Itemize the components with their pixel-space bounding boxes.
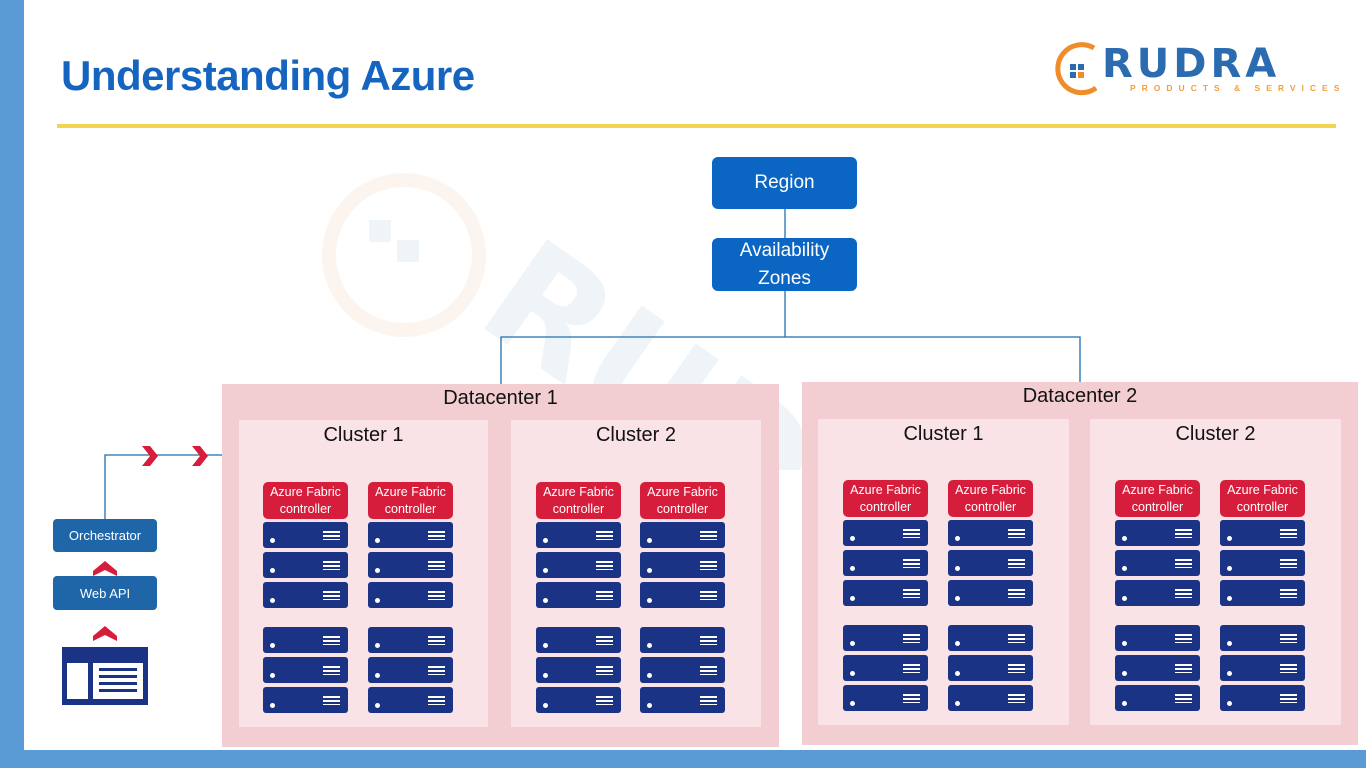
server-icon xyxy=(948,520,1033,546)
cluster-label: Cluster 1 xyxy=(323,424,404,446)
server-icon xyxy=(1115,550,1200,576)
controller-label-line1: Azure Fabric xyxy=(375,484,446,499)
controller-label-line2: controller xyxy=(1131,499,1184,514)
server-icon xyxy=(843,655,928,681)
server-icon xyxy=(640,522,725,548)
server-icon xyxy=(640,582,725,608)
server-icon xyxy=(1115,655,1200,681)
server-icon xyxy=(948,685,1033,711)
chevron-up-icon xyxy=(93,626,117,641)
azure-fabric-controller: Azure Fabric controller xyxy=(843,480,928,517)
title-divider xyxy=(57,124,1336,128)
azure-fabric-controller: Azure Fabric controller xyxy=(640,482,725,519)
server-icon xyxy=(1220,655,1305,681)
server-icon xyxy=(536,552,621,578)
server-icon xyxy=(640,657,725,683)
chevron-up-icon xyxy=(93,561,117,576)
server-icon xyxy=(368,627,453,653)
logo-wordmark: RUDRA xyxy=(1102,41,1281,87)
server-icon xyxy=(536,687,621,713)
server-icon xyxy=(536,582,621,608)
server-icon xyxy=(948,550,1033,576)
orchestrator-label: Orchestrator xyxy=(68,528,142,543)
server-icon xyxy=(843,580,928,606)
controller-label-line1: Azure Fabric xyxy=(647,484,718,499)
server-icon xyxy=(843,685,928,711)
controller-label-line1: Azure Fabric xyxy=(850,482,921,497)
chevron-right-icon xyxy=(142,446,158,466)
server-icon xyxy=(368,687,453,713)
server-icon xyxy=(1220,520,1305,546)
server-icon xyxy=(1115,685,1200,711)
server-icon xyxy=(263,657,348,683)
zones-label-line1: Availability xyxy=(739,239,830,261)
page-title: Understanding Azure xyxy=(61,52,475,99)
controller-label-line2: controller xyxy=(384,501,437,516)
azure-fabric-controller: Azure Fabric controller xyxy=(368,482,453,519)
web-api-label: Web API xyxy=(79,585,131,601)
server-icon xyxy=(263,522,348,548)
server-icon xyxy=(368,522,453,548)
azure-fabric-controller: Azure Fabric controller xyxy=(1115,480,1200,517)
server-icon xyxy=(640,552,725,578)
server-icon xyxy=(368,582,453,608)
web-api-box: Web API xyxy=(53,576,157,610)
web-page-icon xyxy=(62,647,148,705)
orchestrator-box: Orchestrator xyxy=(53,519,157,552)
server-icon xyxy=(948,655,1033,681)
server-icon xyxy=(1115,625,1200,651)
cluster-label: Cluster 2 xyxy=(1175,423,1256,445)
controller-label-line2: controller xyxy=(656,501,709,516)
server-icon xyxy=(1220,685,1305,711)
logo-mark-icon xyxy=(1055,42,1098,96)
availability-zones-box: Availability Zones xyxy=(712,238,857,291)
region-label: Region xyxy=(754,172,815,193)
server-icon xyxy=(536,522,621,548)
controller-label-line1: Azure Fabric xyxy=(1122,482,1193,497)
server-icon xyxy=(843,625,928,651)
logo-tagline: PRODUCTS & SERVICES xyxy=(1130,83,1346,93)
server-icon xyxy=(1220,625,1305,651)
server-icon xyxy=(536,627,621,653)
server-icon xyxy=(948,625,1033,651)
controller-label-line2: controller xyxy=(1236,499,1289,514)
azure-fabric-controller: Azure Fabric controller xyxy=(1220,480,1305,517)
azure-fabric-controller: Azure Fabric controller xyxy=(536,482,621,519)
server-icon xyxy=(368,657,453,683)
controller-label-line1: Azure Fabric xyxy=(955,482,1026,497)
controller-label-line1: Azure Fabric xyxy=(270,484,341,499)
datacenter-label: Datacenter 1 xyxy=(443,387,558,409)
controller-label-line2: controller xyxy=(279,501,332,516)
controller-label-line1: Azure Fabric xyxy=(543,484,614,499)
server-icon xyxy=(1220,580,1305,606)
cluster-label: Cluster 2 xyxy=(595,424,677,446)
server-icon xyxy=(1115,580,1200,606)
server-icon xyxy=(843,520,928,546)
company-logo: RUDRA PRODUCTS & SERVICES xyxy=(1050,40,1339,100)
controller-label-line2: controller xyxy=(552,501,605,516)
azure-fabric-controller: Azure Fabric controller xyxy=(948,480,1033,517)
server-icon xyxy=(843,550,928,576)
controller-label-line2: controller xyxy=(964,499,1017,514)
controller-label-line2: controller xyxy=(859,499,912,514)
controller-label-line1: Azure Fabric xyxy=(1227,482,1298,497)
server-icon xyxy=(536,657,621,683)
cluster-label: Cluster 1 xyxy=(903,423,984,445)
server-icon xyxy=(263,552,348,578)
server-icon xyxy=(640,627,725,653)
azure-fabric-controller: Azure Fabric controller xyxy=(263,482,348,519)
server-icon xyxy=(263,582,348,608)
datacenter-label: Datacenter 2 xyxy=(1022,385,1138,407)
server-icon xyxy=(263,627,348,653)
server-icon xyxy=(1220,550,1305,576)
server-icon xyxy=(640,687,725,713)
server-icon xyxy=(368,552,453,578)
server-icon xyxy=(263,687,348,713)
server-icon xyxy=(948,580,1033,606)
zones-label-line2: Zones xyxy=(758,267,811,289)
chevron-right-icon xyxy=(192,446,208,466)
region-box: Region xyxy=(712,157,857,209)
server-icon xyxy=(1115,520,1200,546)
